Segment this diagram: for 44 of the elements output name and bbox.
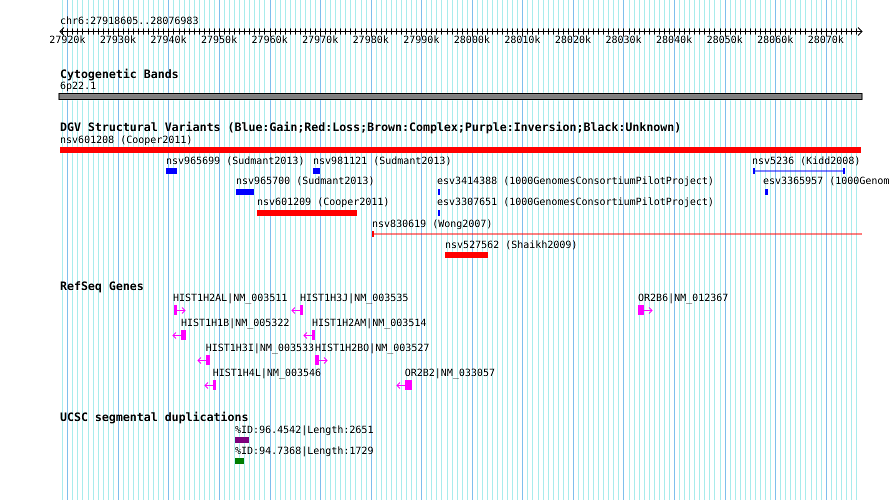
feature-label: esv3365957 (1000Genom (763, 176, 890, 188)
feature-label: esv3307651 (1000GenomesConsortiumPilotProject) (437, 197, 714, 208)
tick-label: 28010k (504, 34, 540, 46)
feature-label: nsv965700 (Sudmant2013) (236, 176, 374, 188)
tick-label: 27980k (352, 34, 389, 46)
tick-label: 27920k (49, 34, 86, 46)
gene-label: HIST1H2AL|NM_003511 (173, 292, 288, 304)
track-title: UCSC segmental duplications (60, 411, 248, 424)
tick-label: 27970k (302, 34, 338, 46)
feature-label: %ID:96.4542|Length:2651 (235, 424, 374, 436)
track-title: Cytogenetic Bands (60, 68, 179, 80)
tick-label: 27930k (100, 34, 136, 46)
gene-label: HIST1H1B|NM_005322 (181, 318, 290, 329)
feature-label: esv3414388 (1000GenomesConsortiumPilotProject) (437, 176, 714, 188)
gene-label: OR2B2|NM_033057 (404, 368, 495, 379)
tick-label: 28050k (706, 34, 743, 46)
feature-label: nsv981121 (Sudmant2013) (313, 156, 452, 166)
feature-label: nsv601209 (Cooper2011) (257, 197, 390, 208)
track-title: RefSeq Genes (60, 280, 144, 292)
feature-label: nsv830619 (Wong2007) (372, 218, 492, 230)
tick-label: 28070k (808, 34, 844, 46)
tick-label: 28060k (757, 34, 794, 46)
tick-label: 27960k (252, 34, 288, 46)
tick-label: 28020k (554, 34, 592, 46)
tick-label: 27940k (150, 34, 187, 46)
feature-label: nsv527562 (Shaikh2009) (445, 240, 578, 251)
gene-label: HIST1H3I|NM_003533 (206, 342, 314, 354)
gene-label: HIST1H4L|NM_003546 (212, 368, 322, 379)
gene-label: OR2B6|NM_012367 (638, 292, 728, 304)
tick-label: 28030k (605, 34, 642, 46)
feature-label: nsv5236 (Kidd2008) (752, 156, 860, 166)
gene-label: HIST1H2BO|NM_003527 (315, 342, 430, 354)
tick-label: 28000k (454, 34, 490, 46)
tick-label: 27950k (200, 34, 238, 46)
feature-label: nsv965699 (Sudmant2013) (166, 156, 304, 166)
gene-label: HIST1H2AM|NM_003514 (312, 318, 426, 329)
feature-label: %ID:94.7368|Length:1729 (235, 446, 374, 457)
feature-label: nsv601208 (Cooper2011) (60, 135, 192, 146)
band-label: 6p22.1 (60, 81, 96, 92)
position-label: chr6:27918605..28076983 (60, 16, 198, 28)
tick-label: 27990k (403, 34, 440, 46)
tick-label: 28040k (656, 34, 692, 46)
track-title: DGV Structural Variants (Blue:Gain;Red:Loss;Brown:Complex;Purple:Inversion;Black:Unknown) (60, 120, 682, 134)
gene-label: HIST1H3J|NM_003535 (300, 292, 408, 304)
